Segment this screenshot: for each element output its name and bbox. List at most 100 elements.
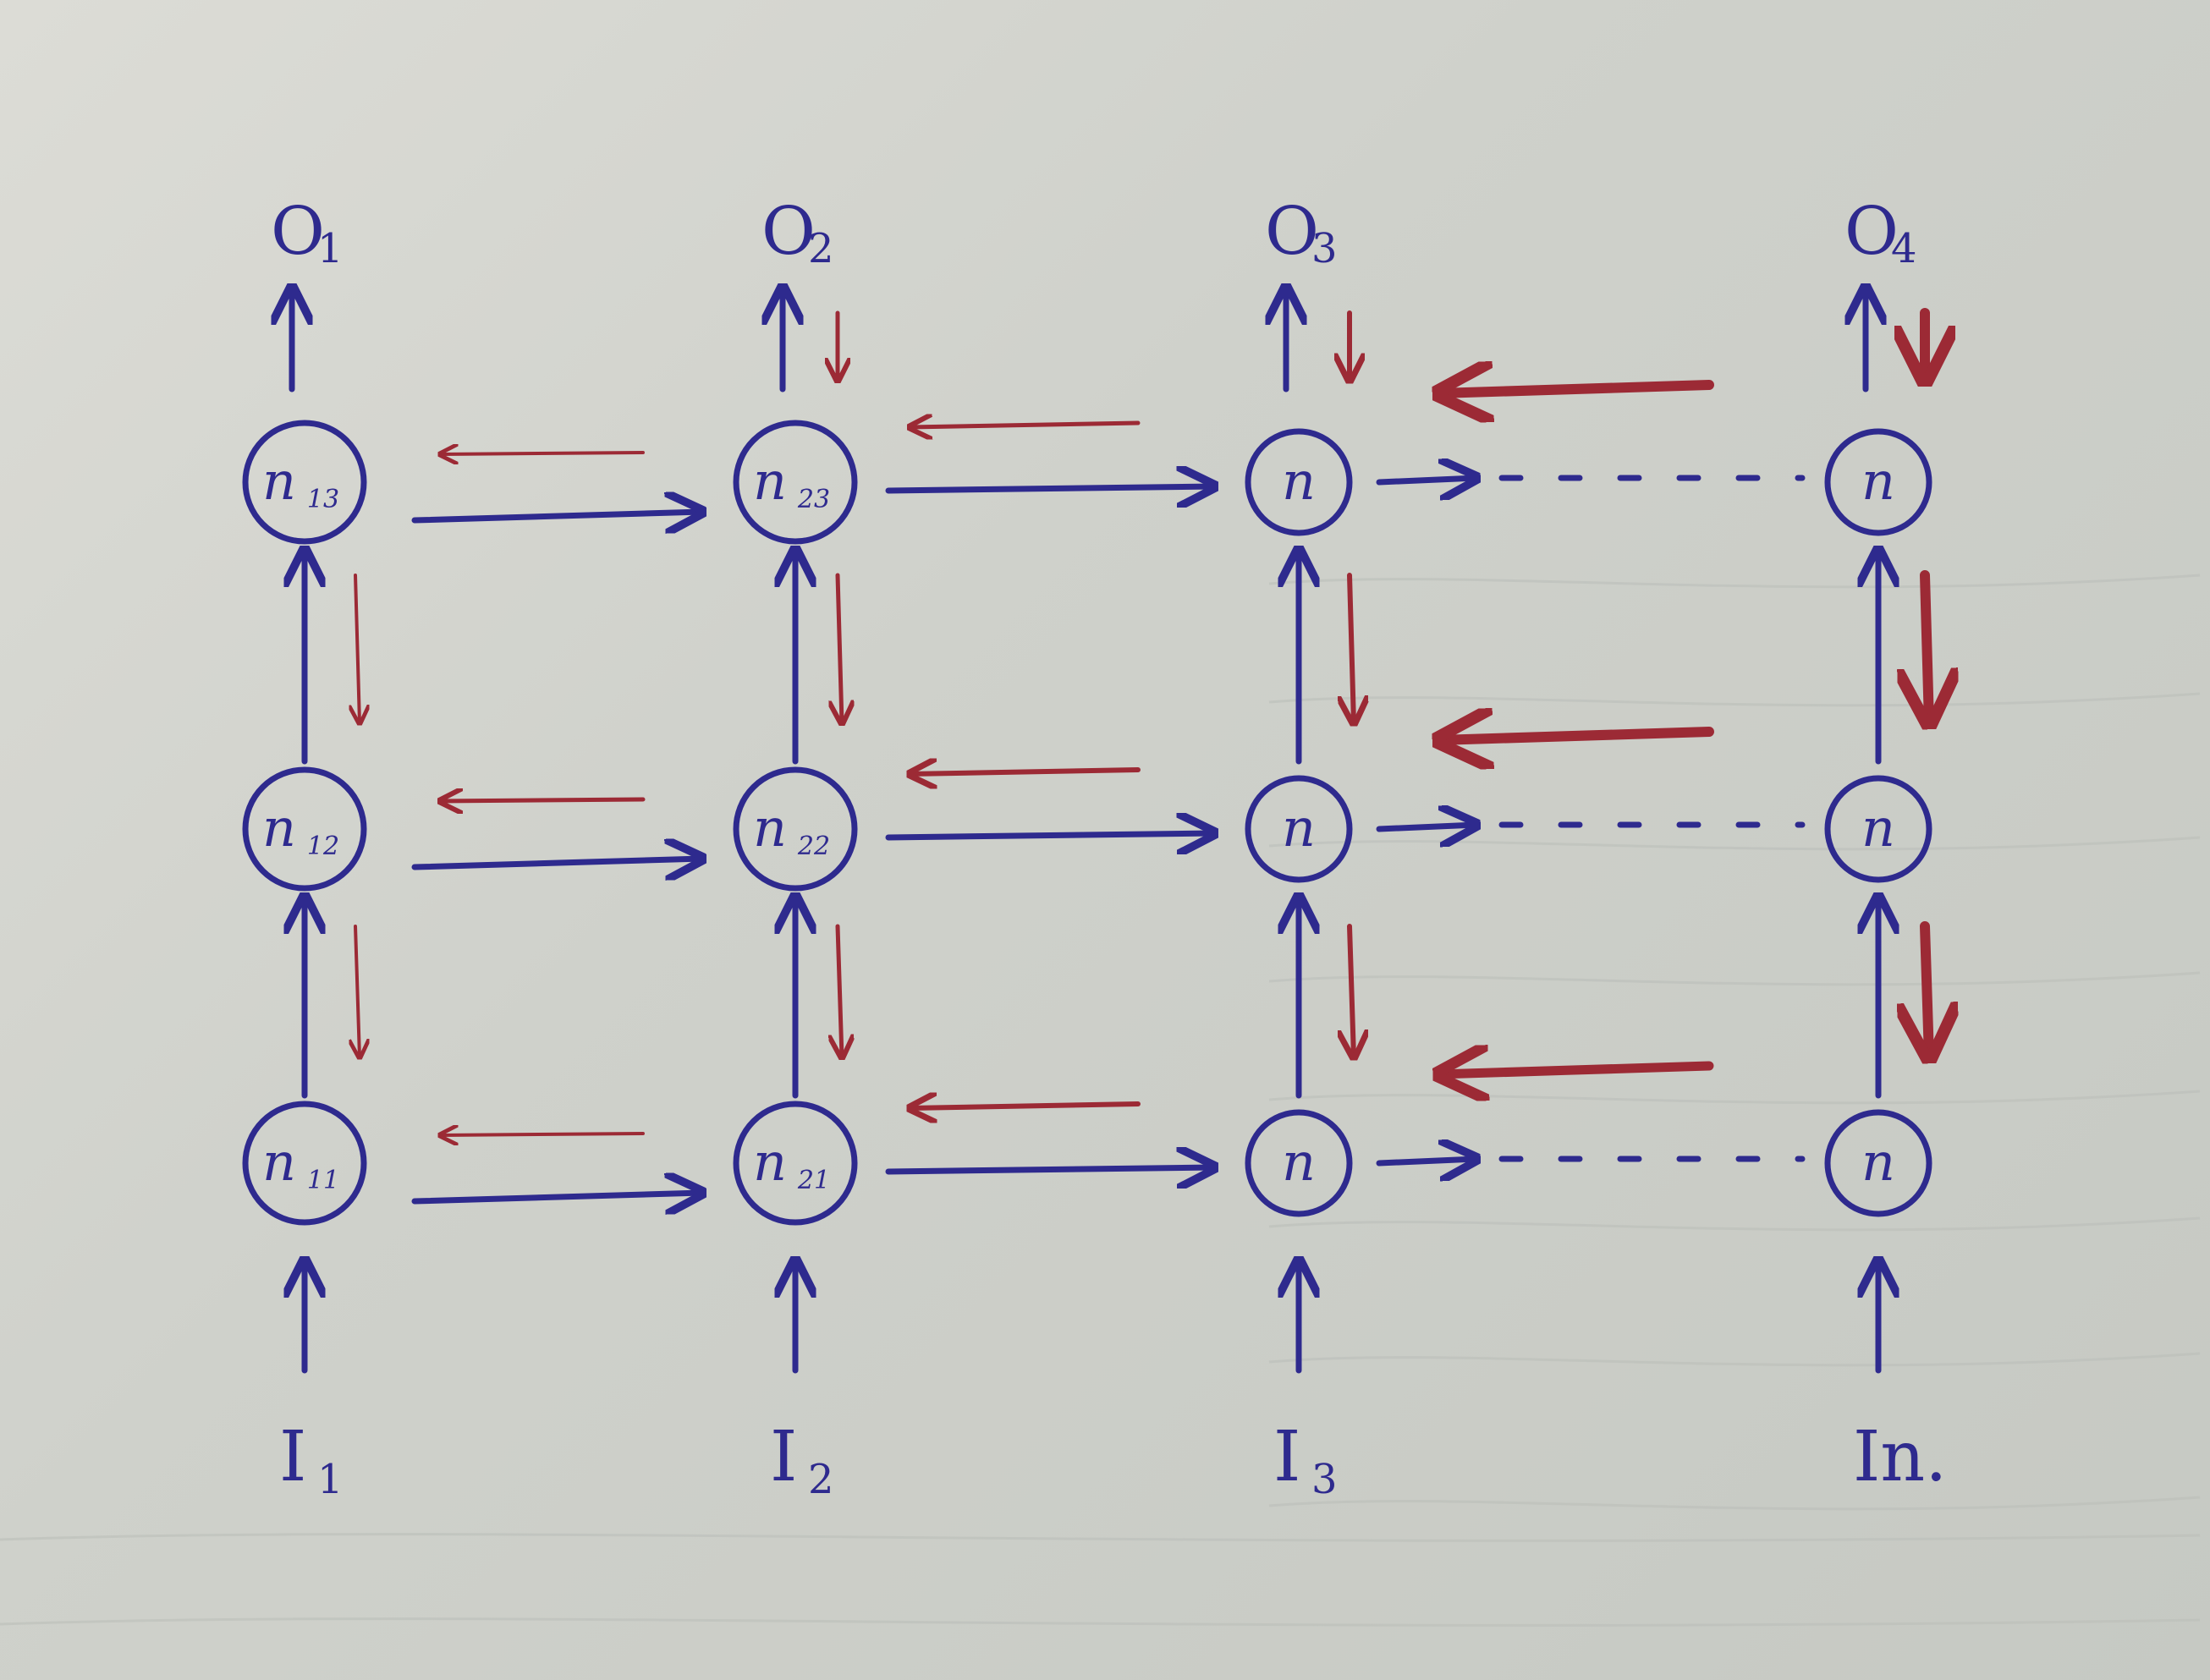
back-arrow (1438, 1066, 1714, 1074)
right-arrow (1376, 478, 1476, 482)
back-arrow (440, 453, 645, 454)
node-circle (1245, 1109, 1353, 1217)
node-label: n (262, 450, 296, 512)
input-letter: In. (1853, 1417, 1947, 1497)
node-n43: n (1824, 428, 1932, 536)
node-circle (733, 420, 858, 545)
input-label-4: In. (1853, 1417, 1947, 1497)
back-down-arrow (838, 573, 842, 723)
node-label: n (753, 797, 787, 859)
input-subscript: 3 (1311, 1456, 1338, 1503)
node-label: n (262, 1131, 296, 1193)
backward-arrows (355, 308, 1929, 1135)
back-down-arrow (1350, 924, 1354, 1057)
output-subscript: 4 (1891, 225, 1917, 272)
node-n12: n 12 (242, 766, 367, 892)
node-label: n (753, 1131, 787, 1193)
node-n11: n 11 (242, 1101, 367, 1226)
back-arrow (1438, 385, 1714, 393)
output-label-4: O4 (1844, 194, 1917, 272)
node-subscript: 13 (307, 485, 339, 514)
node-label: n (1861, 797, 1895, 859)
node-label: n (1282, 797, 1316, 859)
node-n42: n (1824, 775, 1932, 883)
right-arrow (885, 486, 1214, 491)
right-arrow (885, 833, 1214, 837)
background-stroke (1268, 1090, 2201, 1105)
node-circle (733, 1101, 858, 1226)
right-arrow (411, 512, 702, 520)
node-subscript: 23 (797, 485, 830, 514)
right-arrow (411, 859, 702, 867)
forward-arrows (292, 288, 1878, 1374)
node-label: n (753, 450, 787, 512)
node-n13: n 13 (242, 420, 367, 545)
output-letter: O (1844, 194, 1899, 270)
node-circle (1824, 775, 1932, 883)
output-letter: O (761, 194, 816, 270)
node-label: n (1861, 450, 1895, 512)
node-n33: n (1245, 428, 1353, 536)
node-circle (733, 766, 858, 892)
dashed-connectors (1498, 475, 1806, 1162)
output-label-1: O1 (271, 194, 344, 272)
back-down-arrow (1350, 573, 1354, 723)
output-label-3: O3 (1265, 194, 1338, 272)
background-stroke (1268, 971, 2201, 986)
output-subscript: 2 (808, 225, 834, 272)
back-down-arrow (1925, 570, 1929, 723)
node-circle (1245, 428, 1353, 536)
node-circle (1824, 1109, 1932, 1217)
input-subscript: 1 (317, 1456, 344, 1503)
node-label: n (262, 797, 296, 859)
right-arrow (1376, 1159, 1476, 1163)
node-label: n (1282, 1131, 1316, 1193)
back-down-arrow (355, 574, 360, 723)
back-arrow (1438, 732, 1714, 740)
output-letter: O (1265, 194, 1319, 270)
node-circle (1824, 428, 1932, 536)
back-arrow (910, 1104, 1141, 1108)
node-label: n (1282, 450, 1316, 512)
right-arrow (411, 1193, 702, 1201)
background-stroke (0, 1617, 2201, 1627)
node-circle (1245, 775, 1353, 883)
node-circle (242, 766, 367, 892)
right-arrow (885, 1167, 1214, 1172)
back-arrow (910, 423, 1141, 427)
output-subscript: 3 (1311, 225, 1338, 272)
input-subscript: 2 (808, 1456, 834, 1503)
right-arrow (1376, 825, 1476, 829)
back-arrow (440, 1134, 645, 1135)
output-label-2: O2 (761, 194, 834, 272)
node-subscript: 11 (307, 1166, 339, 1195)
background-stroke (1268, 1352, 2201, 1367)
background-stroke (1268, 836, 2201, 851)
node-n32: n (1245, 775, 1353, 883)
background-stroke (1268, 1496, 2201, 1511)
background-stroke (1268, 574, 2201, 589)
node-n22: n 22 (733, 766, 858, 892)
background-stroke (0, 1533, 2201, 1542)
back-down-arrow (838, 924, 842, 1057)
node-subscript: 22 (797, 832, 830, 861)
node-circle (242, 1101, 367, 1226)
node-n31: n (1245, 1109, 1353, 1217)
output-letter: O (271, 194, 325, 270)
node-label: n (1861, 1131, 1895, 1193)
node-n41: n (1824, 1109, 1932, 1217)
back-arrow (910, 770, 1141, 774)
back-down-arrow (1925, 921, 1929, 1057)
node-n23: n 23 (733, 420, 858, 545)
background-stroke (1268, 1216, 2201, 1232)
node-subscript: 12 (307, 832, 339, 861)
output-subscript: 1 (317, 225, 344, 272)
